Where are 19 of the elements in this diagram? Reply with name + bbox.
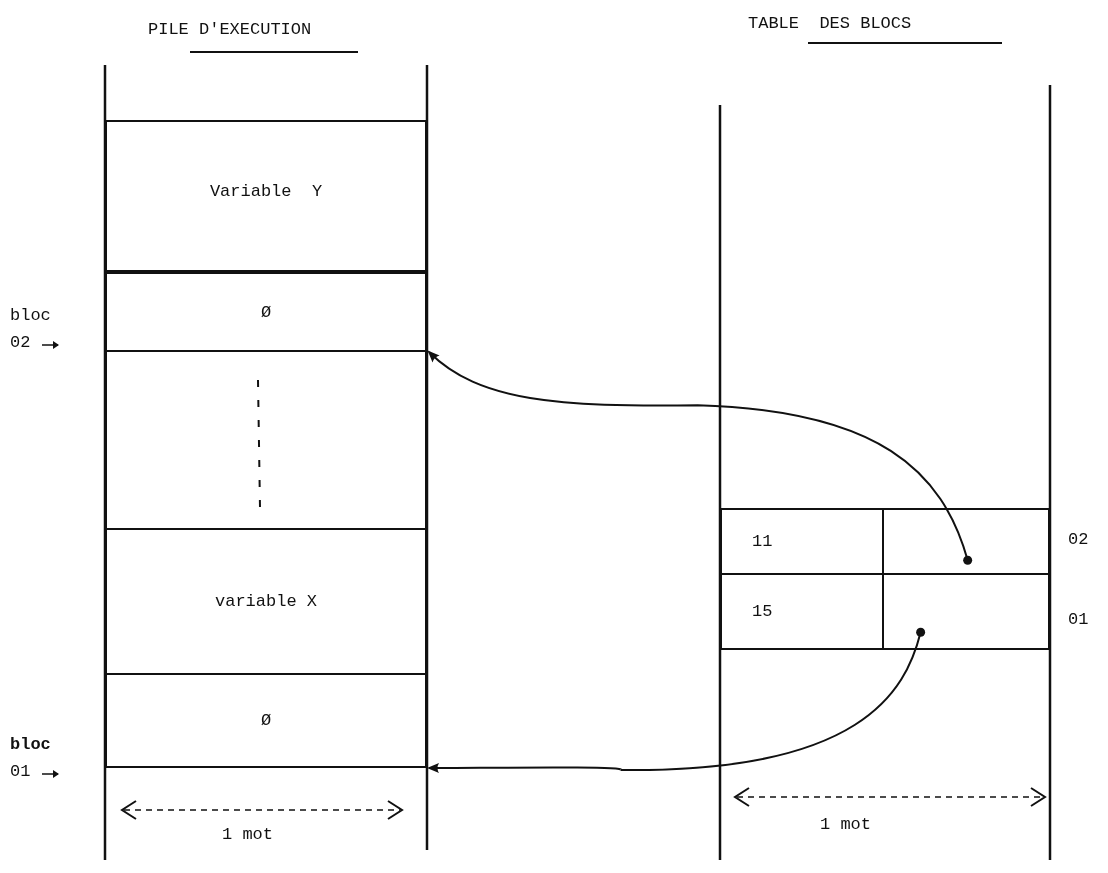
stack-cell — [105, 350, 427, 530]
pointer-cell — [882, 573, 1050, 650]
block-number: 01 — [10, 762, 31, 781]
block-number: 02 — [1068, 530, 1089, 549]
stack-cell: variable X — [105, 528, 427, 675]
pointer-label: bloc — [10, 306, 51, 325]
section-title: PILE D'EXECUTION — [148, 20, 312, 39]
width-label: 1 mot — [222, 825, 273, 844]
table-cell: 15 — [720, 573, 884, 650]
pointer-label: bloc — [10, 735, 51, 754]
stack-cell: Variable Y — [105, 120, 427, 272]
pointer-cell — [882, 508, 1050, 575]
block-number: 01 — [1068, 610, 1089, 629]
width-label: 1 mot — [820, 815, 871, 834]
table-cell: 11 — [720, 508, 884, 575]
section-title: TABLE DES BLOCS — [748, 14, 912, 33]
stack-cell: Ø — [105, 673, 427, 768]
stack-cell: Ø — [105, 272, 427, 352]
block-number: 02 — [10, 333, 31, 352]
